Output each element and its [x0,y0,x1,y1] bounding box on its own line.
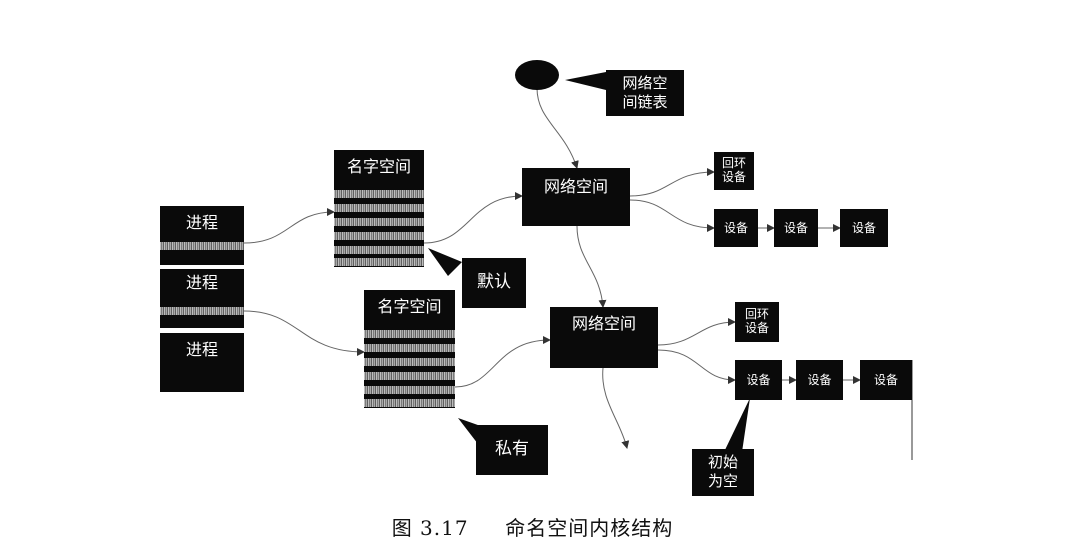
ns2-stripe-5 [364,386,455,394]
callout-init-empty-line1: 初始 [707,453,738,471]
device-2-3-label: 设备 [873,373,898,387]
device-2-2: 设备 [796,360,843,400]
device-2-1: 设备 [735,360,782,400]
ns1-stripe-5 [334,246,424,254]
device-2-3: 设备 [860,360,912,400]
process-stripe-2 [160,307,244,315]
netns-list-head [515,60,559,90]
ns1-stripe-4 [334,232,424,240]
arrow-namespace1-to-netns1 [423,192,523,244]
callout-default: 默认 [462,258,526,308]
figure-number: 图 3.17 [391,516,469,540]
callout-netns-list-line1: 网络空 [622,74,668,92]
device-1-1: 设备 [714,209,758,247]
process-label-3: 进程 [185,340,218,359]
loopback-device-2: 回环 设备 [735,302,779,342]
callout-default-text: 默认 [477,272,511,292]
netns-label-1: 网络空间 [543,177,608,196]
callout-netns-list-line2: 间链表 [622,93,668,111]
process-box-3: 进程 [160,333,244,392]
arrow-namespace2-to-netns2 [454,336,551,388]
arrow-netns2-to-loopback2 [657,318,736,346]
arrow-head-to-netns1 [536,87,579,169]
namespace-label-default: 名字空间 [346,157,411,176]
ns2-stripe-4 [364,372,455,380]
process-label-2: 进程 [185,273,218,292]
namespace-box-private: 名字空间 [364,290,455,408]
device-1-2: 设备 [774,209,818,247]
device-2-1-label: 设备 [746,373,771,387]
figure-title: 命名空间内核结构 [505,516,674,540]
device-1-3: 设备 [840,209,888,247]
process-stripe-1 [160,242,244,250]
process-box-2: 进程 [160,269,244,328]
callout-netns-list: 网络空 间链表 [606,70,684,116]
process-box-1: 进程 [160,206,244,265]
arrow-netns1-to-device1 [629,199,715,232]
ns2-stripe-2 [364,344,455,352]
callout-init-empty-line2: 为空 [707,472,738,490]
ns2-stripe-6 [364,399,455,407]
device-1-3-label: 设备 [851,221,876,235]
device-1-2-label: 设备 [783,221,808,235]
callout-private-text: 私有 [495,439,529,459]
netns-box-1: 网络空间 [522,168,630,226]
arrow-netns2-to-device4 [657,349,736,384]
ns2-stripe-1 [364,330,455,338]
figure-caption: 图 3.17 命名空间内核结构 [0,512,1065,541]
arrow-process2-to-namespace2 [243,310,365,356]
namespace-label-private: 名字空间 [377,297,442,316]
ns2-stripe-3 [364,358,455,366]
arrow-netns2-to-next [602,367,630,449]
arrow-netns1-to-netns2 [576,225,607,308]
loopback-1-line1: 回环 [721,156,746,170]
loopback-2-line2: 设备 [744,321,769,335]
arrow-netns1-to-loopback1 [629,168,715,197]
netns-box-2: 网络空间 [550,307,658,368]
ns1-stripe-6 [334,258,424,266]
ns1-stripe-3 [334,218,424,226]
device-2-2-label: 设备 [807,373,832,387]
loopback-2-line1: 回环 [744,307,769,321]
callout-private: 私有 [476,425,548,475]
ns1-stripe-1 [334,190,424,198]
ns1-stripe-2 [334,204,424,212]
callout-pointer-init-empty [724,398,750,452]
loopback-1-line2: 设备 [721,170,746,184]
callout-init-empty: 初始 为空 [692,449,754,496]
loopback-device-1: 回环 设备 [714,152,754,190]
callout-pointer-default [428,248,462,276]
netns-label-2: 网络空间 [571,314,636,333]
namespace-box-default: 名字空间 [334,150,424,267]
process-label-1: 进程 [185,213,218,232]
callout-pointer-netns-list [565,72,606,90]
arrow-process1-to-namespace1 [243,208,335,244]
device-1-1-label: 设备 [723,221,748,235]
